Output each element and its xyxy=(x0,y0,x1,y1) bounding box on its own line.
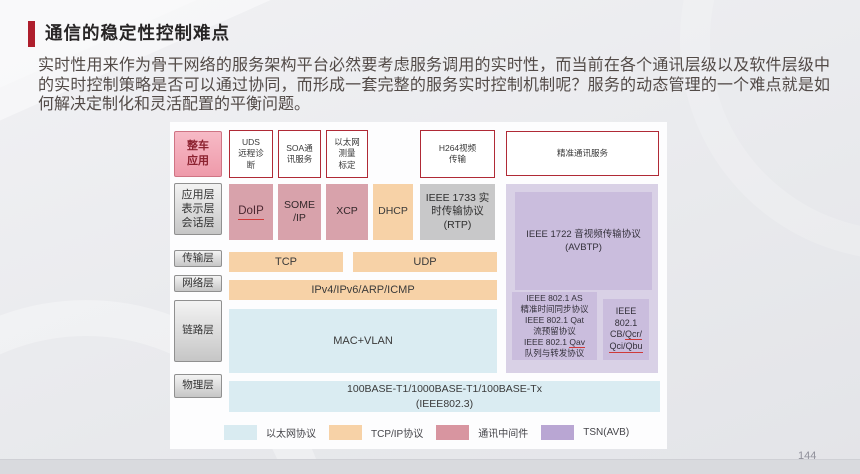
protocol-dhcp: DHCP xyxy=(373,184,413,240)
protocol-ieee1733-rtp: IEEE 1733 实 时传输协议 (RTP) xyxy=(420,184,495,240)
cb-line: IEEE xyxy=(615,306,637,316)
title-accent-bar xyxy=(28,21,35,47)
legend-item-tsn: TSN(AVB) xyxy=(541,425,629,440)
cb-line: 802.1 xyxy=(614,317,638,328)
page-number: 144 xyxy=(798,450,817,462)
protocol-udp: UDP xyxy=(353,252,497,272)
as-line: 精准时间同步协议 xyxy=(520,304,589,314)
slide-footer-strip xyxy=(0,459,860,474)
protocol-someip: SOME /IP xyxy=(278,184,321,240)
as-line: IEEE 802.1 Qav xyxy=(524,337,585,348)
service-uds-remote-diagnosis: UDS 远程诊 断 xyxy=(229,130,273,178)
page-title: 通信的稳定性控制难点 xyxy=(45,23,230,43)
protocol-ieee1722-avbtp: IEEE 1722 音视频传输协议 (AVBTP) xyxy=(515,192,652,290)
legend-label-tcpip: TCP/IP协议 xyxy=(371,429,424,440)
service-h264-video-transfer: H264视频 传输 xyxy=(420,130,495,178)
protocol-doip: DoIP xyxy=(229,184,273,240)
protocol-ip-arp-icmp: IPv4/IPv6/ARP/ICMP xyxy=(229,280,497,300)
cb-line: CB/Qcr/ xyxy=(609,329,642,340)
protocol-mac-vlan: MAC+VLAN xyxy=(229,309,497,373)
cb-line: Qci/Qbu xyxy=(609,341,643,353)
legend-item-middleware: 通讯中间件 xyxy=(436,425,528,440)
legend-swatch-tsn xyxy=(541,425,575,440)
vehicle-application-label: 整车 应用 xyxy=(174,131,222,177)
as-line: IEEE 802.1 AS xyxy=(526,293,583,303)
as-line: 流预留协议 xyxy=(533,326,576,336)
legend-label-ethernet: 以太网协议 xyxy=(266,429,316,440)
legend-swatch-ethernet xyxy=(224,425,257,440)
protocol-tcp: TCP xyxy=(229,252,343,272)
legend-swatch-tcpip xyxy=(329,425,362,440)
doip-label: DoIP xyxy=(238,204,264,220)
service-ethernet-measurement-calibration: 以太网 测量 标定 xyxy=(326,130,368,178)
as-line: 队列与转发协议 xyxy=(524,348,585,358)
legend-item-ethernet: 以太网协议 xyxy=(224,425,316,440)
legend-item-tcpip: TCP/IP协议 xyxy=(329,425,423,440)
legend-label-tsn: TSN(AVB) xyxy=(583,427,630,438)
protocol-ieee8021-cb-qcr-qci-qbu: IEEE 802.1 CB/Qcr/ Qci/Qbu xyxy=(603,299,649,360)
legend: 以太网协议 TCP/IP协议 通讯中间件 TSN(AVB) xyxy=(224,425,642,440)
physical-layer-label: 物理层 xyxy=(174,374,222,398)
transport-layer-label: 传输层 xyxy=(174,250,222,267)
link-layer-label: 链路层 xyxy=(174,300,222,362)
protocol-100base-ieee8023: 100BASE-T1/1000BASE-T1/100BASE-Tx (IEEE8… xyxy=(229,381,660,412)
background-swirl xyxy=(680,0,860,260)
legend-label-middleware: 通讯中间件 xyxy=(478,429,529,440)
network-layer-label: 网络层 xyxy=(174,275,222,292)
application-layers-label: 应用层 表示层 会话层 xyxy=(174,183,222,235)
tsn-avb-container: IEEE 1722 音视频传输协议 (AVBTP) IEEE 802.1 AS … xyxy=(506,184,658,373)
legend-swatch-middleware xyxy=(436,425,470,440)
service-precise-communication: 精准通讯服务 xyxy=(506,131,659,176)
protocol-stack-diagram: 整车 应用 应用层 表示层 会话层 传输层 网络层 链路层 物理层 UDS 远程… xyxy=(170,122,667,449)
protocol-ieee8021-as-qat-qav: IEEE 802.1 AS 精准时间同步协议 IEEE 802.1 Qat 流预… xyxy=(512,292,597,360)
body-paragraph: 实时性用来作为骨干网络的服务架构平台必然要考虑服务调用的实时性，而当前在各个通讯… xyxy=(38,57,830,113)
protocol-xcp: XCP xyxy=(326,184,368,240)
service-soa-communication: SOA通 讯服务 xyxy=(278,130,321,178)
as-line: IEEE 802.1 Qat xyxy=(524,315,585,325)
